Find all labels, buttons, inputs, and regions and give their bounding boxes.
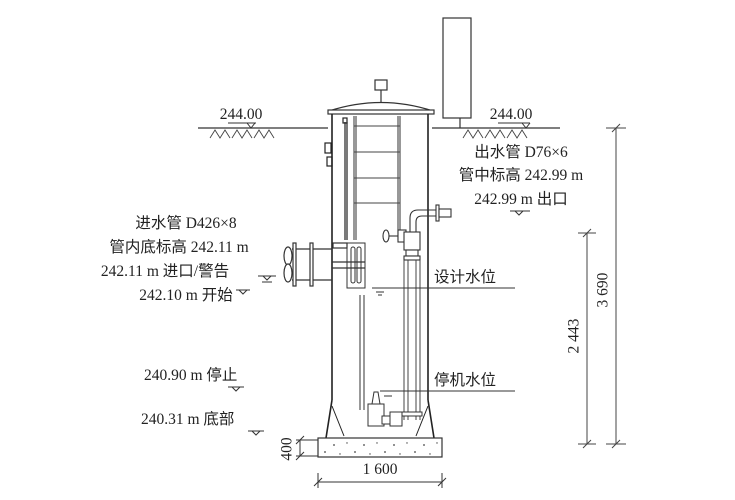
base-width-dimension: 1 600 (362, 461, 398, 478)
ground-level-right-label: 244.00 (489, 106, 533, 123)
ground-hatch-right (462, 129, 528, 139)
guide-rail (324, 117, 348, 240)
bottom-elevation: 240.31 m 底部 (141, 411, 235, 428)
tank-wall (325, 114, 435, 439)
dimension-base-height (295, 435, 318, 461)
outlet-pipe (409, 204, 452, 233)
concrete-base (317, 437, 443, 458)
inlet-pipe-spec: 进水管 D426×8 (135, 215, 237, 232)
ground-hatch-left (209, 129, 275, 139)
inlet-pipe-invert-elevation: 管内底标高 242.11 m (109, 239, 249, 256)
base-height-dimension: 400 (278, 437, 296, 461)
inner-height-dimension: 2 443 (565, 318, 583, 354)
pump-stop-elevation: 240.90 m 停止 (144, 367, 238, 384)
dimension-inner-height (578, 228, 596, 449)
inlet-warning-elevation: 242.11 m 进口/警告 (100, 263, 230, 280)
control-cabinet (442, 17, 472, 128)
level-marker-stop (228, 386, 244, 392)
level-marker-ground-left (228, 122, 256, 129)
pump-start-elevation: 242.10 m 开始 (139, 287, 233, 304)
level-marker-start (236, 289, 250, 295)
total-height-dimension: 3 690 (594, 272, 612, 308)
stop-water-level-line (380, 390, 515, 397)
outlet-pipe-center-elevation: 管中标高 242.99 m (458, 167, 584, 184)
submersible-pump (359, 295, 423, 427)
riser-pipe (403, 260, 421, 420)
dimension-base-width (313, 473, 447, 488)
inlet-baffle (346, 242, 366, 289)
outlet-elevation: 242.99 m 出口 (474, 191, 568, 208)
outlet-pipe-spec: 出水管 D76×6 (474, 144, 568, 161)
check-valve (382, 229, 421, 261)
level-marker-ground-right (498, 122, 531, 129)
design-water-level-label: 设计水位 (434, 269, 497, 286)
ground-level-left-label: 244.00 (219, 106, 263, 123)
level-marker-inlet (258, 275, 276, 283)
level-marker-bottom (248, 430, 264, 436)
dimension-total-height (606, 123, 626, 449)
stop-water-level-label: 停机水位 (434, 372, 497, 389)
tank-ladder (353, 116, 401, 240)
inlet-pipe (283, 242, 365, 287)
design-water-level-line (372, 287, 515, 296)
tank-roof (327, 79, 435, 115)
level-marker-outlet (510, 210, 530, 216)
